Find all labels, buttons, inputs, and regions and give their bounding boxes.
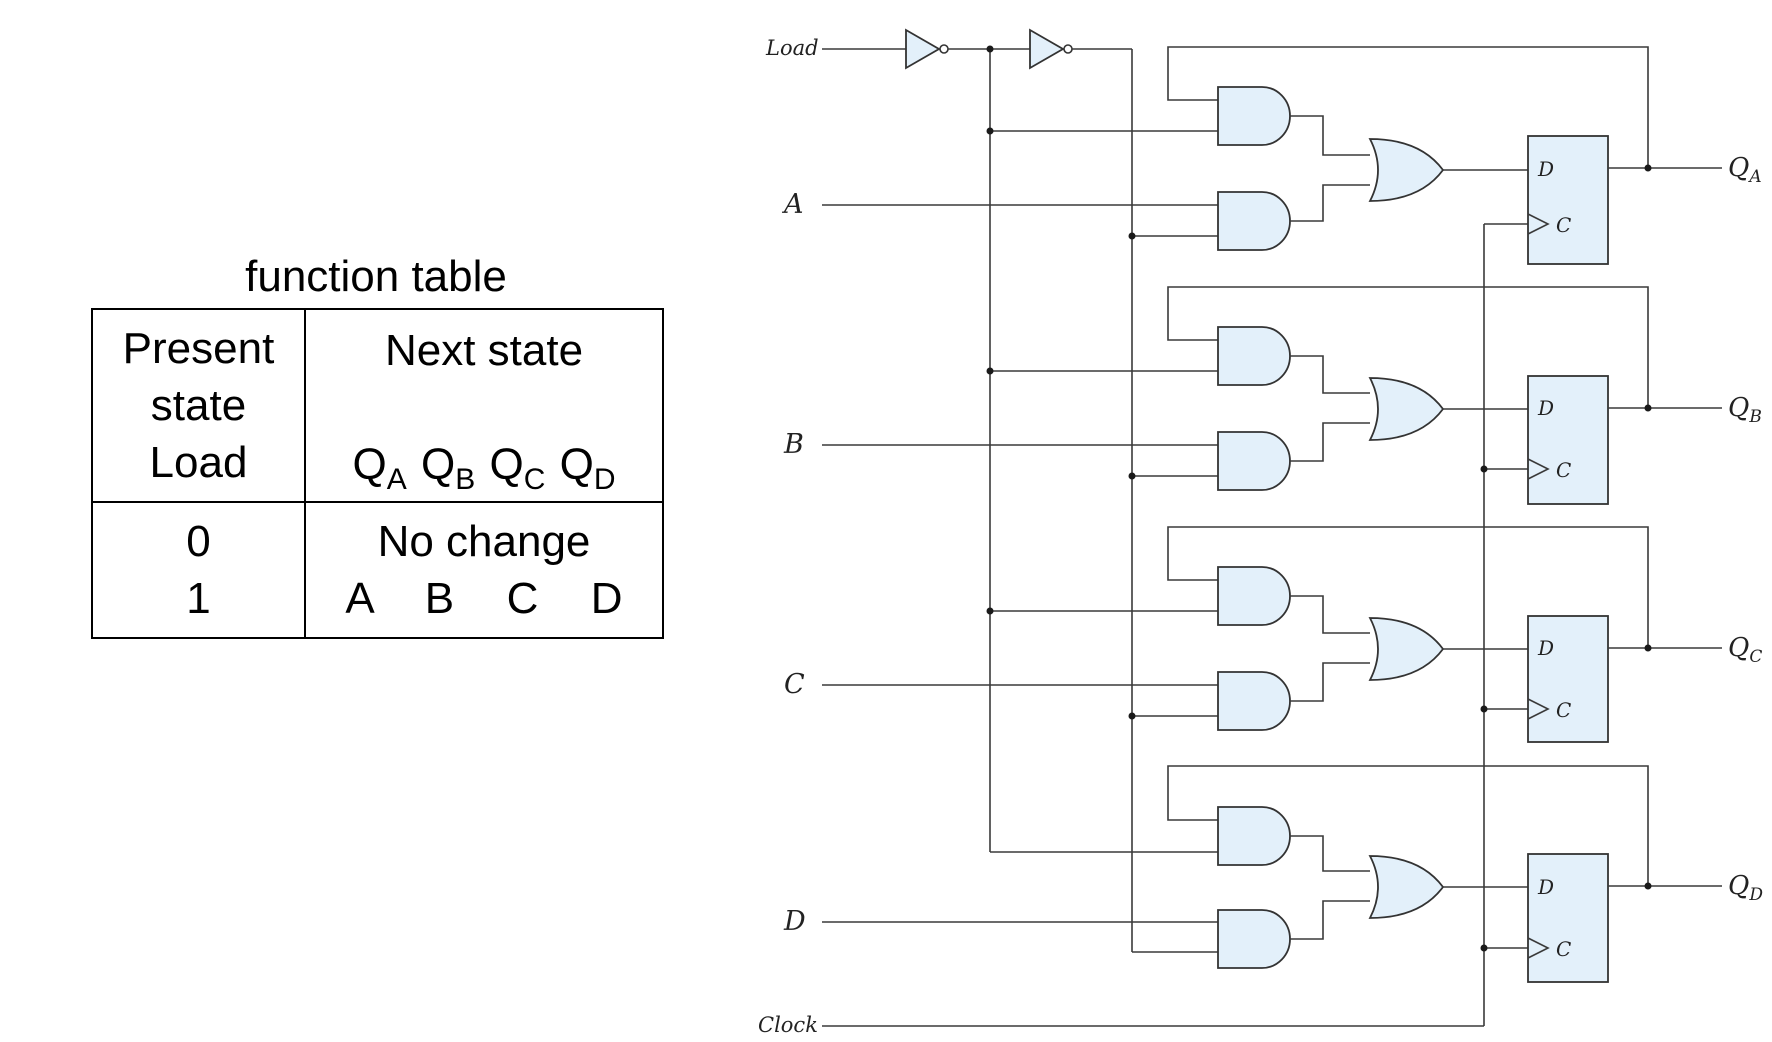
stage-c: C D C QC xyxy=(784,526,1762,743)
junction-dot xyxy=(986,127,994,135)
load-value: 1 xyxy=(186,574,211,623)
output-label-qc: QC xyxy=(489,440,546,496)
stage-d: D D C QD xyxy=(783,765,1763,983)
and-gate-feedback xyxy=(1217,326,1291,386)
header-next-state: Next state QA QB QC QD xyxy=(304,308,664,503)
ff-c-label: C xyxy=(1556,937,1571,961)
next-state-value: No change xyxy=(377,517,591,566)
junction-dot xyxy=(1644,644,1652,652)
d-flip-flop xyxy=(1527,615,1609,743)
and-gate-load xyxy=(1217,191,1291,251)
header-left-line: Present xyxy=(122,324,275,373)
and-gate-load xyxy=(1217,431,1291,491)
load-path: Load xyxy=(765,28,1133,952)
stage-b: B D C QB xyxy=(783,286,1762,505)
or-gate xyxy=(1368,377,1445,441)
next-state-value: A B C D xyxy=(345,574,623,623)
junction-dot xyxy=(986,607,994,615)
next-state-values: No change A B C D xyxy=(304,501,664,639)
load-label: Load xyxy=(765,36,819,60)
junction-dot xyxy=(986,45,994,53)
and-gate-feedback xyxy=(1217,566,1291,626)
d-flip-flop xyxy=(1527,853,1609,983)
stage-a: A D C QA xyxy=(781,46,1762,265)
table-body-row: 0 1 No change A B C D xyxy=(91,501,664,639)
output-label-qb: QB xyxy=(420,440,476,496)
header-present-state: Present state Load xyxy=(91,308,306,503)
junction-dot xyxy=(1644,404,1652,412)
junction-dot xyxy=(1644,882,1652,890)
next-state-title: Next state xyxy=(384,326,584,375)
ff-c-label: C xyxy=(1556,698,1571,722)
junction-dot xyxy=(1480,465,1488,473)
and-gate-load xyxy=(1217,909,1291,969)
junction-dot xyxy=(1128,472,1136,480)
junction-dot xyxy=(1480,944,1488,952)
inverter-2 xyxy=(1029,28,1065,70)
junction-dot xyxy=(1128,712,1136,720)
or-gate xyxy=(1368,855,1445,919)
output-qa: QA xyxy=(1728,153,1762,187)
ff-d-label: D xyxy=(1537,636,1554,660)
output-label-qa: QA xyxy=(352,440,407,496)
or-gate xyxy=(1368,138,1445,202)
table-header-row: Present state Load Next state QA QB QC Q… xyxy=(91,308,664,503)
input-label-c: C xyxy=(784,669,805,700)
output-qd: QD xyxy=(1728,871,1763,905)
output-qb: QB xyxy=(1728,393,1762,427)
junction-dot xyxy=(1644,164,1652,172)
ff-d-label: D xyxy=(1537,396,1554,420)
load-values: 0 1 xyxy=(91,501,306,639)
inverter-bubble xyxy=(1063,44,1073,54)
d-flip-flop xyxy=(1527,135,1609,265)
function-table: Present state Load Next state QA QB QC Q… xyxy=(91,308,664,639)
junction-dot xyxy=(986,367,994,375)
and-gate-load xyxy=(1217,671,1291,731)
d-flip-flop xyxy=(1527,375,1609,505)
junction-dot xyxy=(1128,232,1136,240)
input-label-a: A xyxy=(781,189,804,220)
output-qc: QC xyxy=(1728,633,1762,667)
table-caption: function table xyxy=(245,252,507,301)
output-labels: QA QB QC QD xyxy=(306,440,662,497)
clock-label: Clock xyxy=(758,1013,818,1037)
or-gate xyxy=(1368,617,1445,681)
input-label-d: D xyxy=(783,906,806,937)
ff-c-label: C xyxy=(1556,213,1571,237)
ff-d-label: D xyxy=(1537,875,1554,899)
inverter-1 xyxy=(905,28,941,70)
load-value: 0 xyxy=(186,517,211,566)
junction-dot xyxy=(1480,705,1488,713)
and-gate-feedback xyxy=(1217,86,1291,146)
and-gate-feedback xyxy=(1217,806,1291,866)
output-label-qd: QD xyxy=(559,440,616,496)
input-label-b: B xyxy=(783,429,804,460)
inverter-bubble xyxy=(939,44,949,54)
header-left-line: state xyxy=(150,381,247,430)
header-left-line: Load xyxy=(149,438,248,487)
ff-d-label: D xyxy=(1537,157,1554,181)
clock-path: Clock xyxy=(758,223,1528,1037)
ff-c-label: C xyxy=(1556,458,1571,482)
